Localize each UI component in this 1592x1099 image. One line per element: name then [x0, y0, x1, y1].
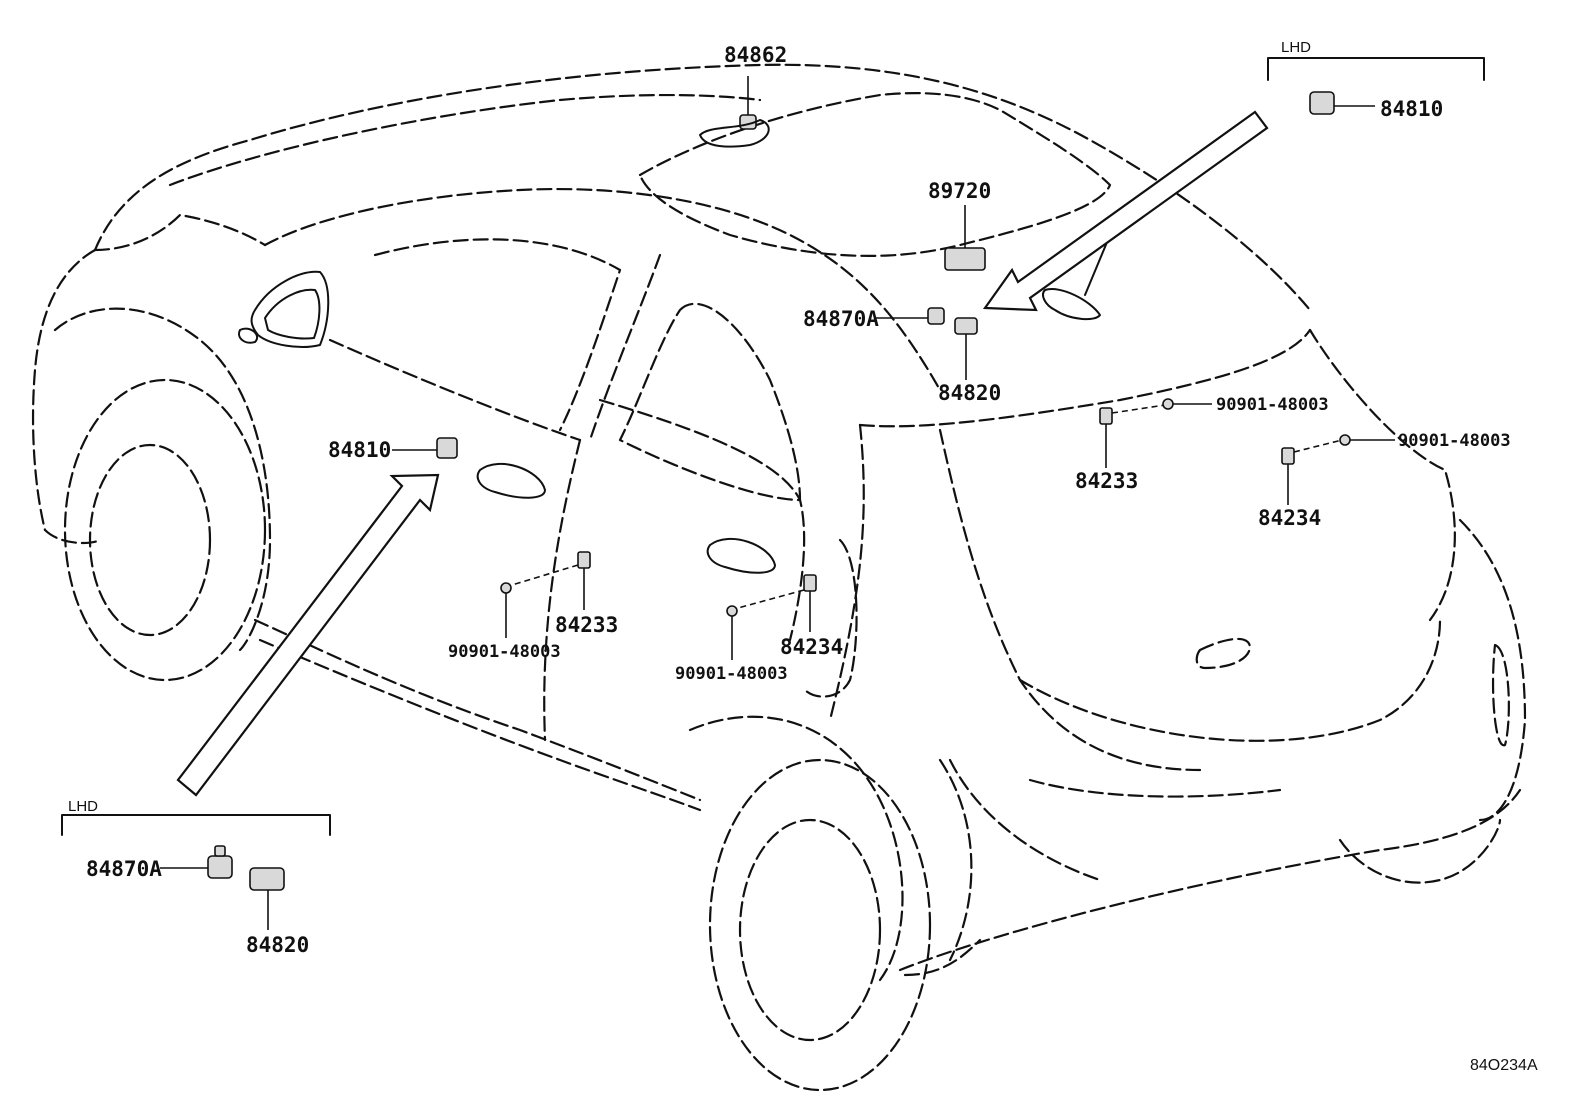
lhd-bracket-top: [1267, 57, 1485, 81]
label-lhd-top: LHD: [1281, 39, 1311, 56]
part-84233-door: [500, 551, 591, 638]
label-84810-door: 84810: [328, 438, 391, 462]
label-lhd-bottom: LHD: [68, 798, 98, 815]
label-84234-rear: 84234: [1258, 506, 1321, 530]
rear-wiper: [1042, 234, 1111, 321]
label-84810-top: 84810: [1380, 97, 1443, 121]
label-89720: 89720: [928, 179, 991, 203]
door-handles: [476, 462, 776, 574]
label-84820-lhd: 84820: [246, 933, 309, 957]
figure-code: 84O234A: [1470, 1057, 1538, 1074]
label-90901-rear-1: 90901-48003: [1216, 395, 1329, 415]
label-90901-door-2: 90901-48003: [675, 664, 788, 684]
part-84820-lhd: [249, 867, 285, 930]
part-89720-module: [944, 205, 986, 271]
label-84862: 84862: [724, 43, 787, 67]
part-84234-rear: [1281, 434, 1395, 505]
pointer-arrow-rear: [982, 110, 1269, 312]
label-84233-rear: 84233: [1075, 469, 1138, 493]
side-mirror-outline: [238, 270, 330, 348]
label-90901-rear-2: 90901-48003: [1398, 431, 1511, 451]
part-84862-sensor: [699, 76, 770, 148]
label-84870a-main: 84870A: [803, 307, 879, 331]
part-84233-rear: [1099, 398, 1212, 468]
part-84810-top-sensor: [1309, 91, 1375, 115]
label-84870a-lhd: 84870A: [86, 857, 162, 881]
label-90901-door-1: 90901-48003: [448, 642, 561, 662]
pointer-arrow-door: [176, 473, 440, 797]
part-84810-door-sensor: [392, 437, 458, 459]
part-84870a-main: [875, 307, 945, 325]
part-84870a-lhd: [160, 845, 233, 879]
part-84820-main: [954, 317, 978, 380]
label-84233-door: 84233: [555, 613, 618, 637]
part-84234-door: [726, 574, 817, 660]
label-84820-main: 84820: [938, 381, 1001, 405]
label-84234-door: 84234: [780, 635, 843, 659]
lhd-bracket-bottom: [61, 814, 331, 836]
